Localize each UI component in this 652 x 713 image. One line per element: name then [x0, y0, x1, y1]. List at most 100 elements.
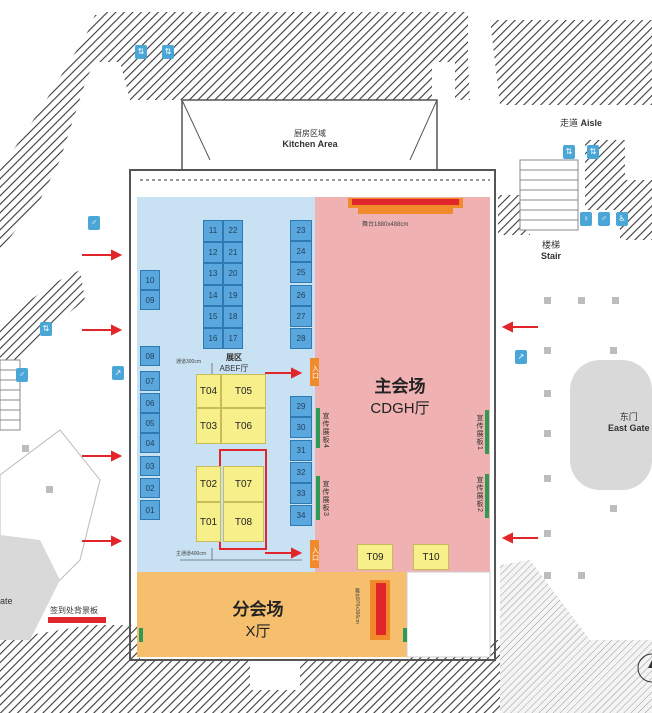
kitchen-en: Kitchen Area	[282, 139, 338, 149]
booth-23[interactable]: 23	[290, 220, 312, 241]
booth-t02[interactable]: T02	[196, 466, 221, 502]
pillar	[544, 297, 551, 304]
escalator-icon: ↗	[112, 366, 124, 380]
pillar	[544, 530, 551, 537]
sub-venue-cn: 分会场	[232, 600, 284, 619]
east-gate-cn: 东门	[619, 412, 638, 422]
signin-label: 签到处背景板	[50, 606, 98, 615]
booth-t05[interactable]: T05	[221, 374, 266, 408]
booth-15[interactable]: 15	[203, 306, 223, 328]
booth-t09[interactable]: T09	[357, 544, 393, 570]
booth-17[interactable]: 17	[223, 327, 243, 349]
stair-cn: 楼梯	[541, 240, 560, 250]
elevator-icon: ⇅	[135, 45, 147, 59]
booth-32[interactable]: 32	[290, 462, 312, 483]
elevator-icon: ⇅	[587, 145, 599, 159]
restroom-icon: ♂	[88, 216, 100, 230]
booth-19[interactable]: 19	[223, 284, 243, 306]
booth-18[interactable]: 18	[223, 306, 243, 328]
elevator-icon: ⇅	[563, 145, 575, 159]
booth-t01[interactable]: T01	[196, 502, 221, 542]
stair-en: Stair	[540, 251, 561, 261]
booth-10[interactable]: 10	[140, 270, 160, 290]
booth-06[interactable]: 06	[140, 393, 160, 413]
entrance-lower: 入口	[310, 540, 319, 568]
sub-stage-label: 舞台976x366cm	[354, 588, 360, 624]
booth-t04[interactable]: T04	[196, 374, 221, 408]
pillar	[544, 430, 551, 437]
booth-33[interactable]: 33	[290, 483, 312, 504]
booth-12[interactable]: 12	[203, 241, 223, 263]
booth-20[interactable]: 20	[223, 263, 243, 285]
kitchen-cn: 厨房区域	[294, 129, 326, 138]
pillar	[578, 297, 585, 304]
booth-30[interactable]: 30	[290, 417, 312, 438]
booth-25[interactable]: 25	[290, 262, 312, 283]
booth-01[interactable]: 01	[140, 500, 160, 520]
main-venue-label: 主会场 CDGH厅	[360, 372, 440, 418]
main-venue-cn: 主会场	[374, 377, 426, 396]
entrance-upper: 入口	[310, 358, 319, 386]
booth-22[interactable]: 22	[223, 220, 243, 242]
restroom-icon: ♂	[598, 212, 610, 226]
board-4-label: 宣传展板4	[322, 412, 329, 449]
elevator-icon: ⇅	[40, 322, 52, 336]
east-gate-en: East Gate	[608, 423, 650, 433]
board-1-label: 宣传展板1	[476, 414, 483, 451]
aisle-cn: 走道	[560, 118, 579, 128]
restroom-icon: ♀	[580, 212, 592, 226]
booth-26[interactable]: 26	[290, 285, 312, 306]
kitchen-label: 厨房区域 Kitchen Area	[280, 128, 340, 149]
booth-34[interactable]: 34	[290, 505, 312, 526]
pillar	[612, 297, 619, 304]
booth-t10[interactable]: T10	[413, 544, 449, 570]
booth-08[interactable]: 08	[140, 346, 160, 366]
pillar	[544, 572, 551, 579]
expo-label: 展区 ABEF厅	[214, 352, 254, 374]
east-gate-label: 东门 East Gate	[608, 410, 650, 433]
pillar	[544, 347, 551, 354]
escalator-icon: ↗	[515, 350, 527, 364]
booth-11[interactable]: 11	[203, 220, 223, 242]
booth-24[interactable]: 24	[290, 241, 312, 262]
booth-t03[interactable]: T03	[196, 408, 221, 444]
booth-31[interactable]: 31	[290, 440, 312, 461]
pillar	[22, 445, 29, 452]
board-2-label: 宣传展板2	[476, 476, 483, 513]
pillar	[610, 347, 617, 354]
elevator-icon: ⇅	[162, 45, 174, 59]
stair-label: 楼梯 Stair	[534, 238, 568, 261]
booth-21[interactable]: 21	[223, 241, 243, 263]
pillar	[544, 390, 551, 397]
aisle-400-label: 主通道400cm	[176, 551, 207, 557]
aisle-label: 走道 Aisle	[560, 116, 602, 129]
accessible-icon: ♿	[616, 212, 628, 226]
pillar	[544, 475, 551, 482]
booth-16[interactable]: 16	[203, 327, 223, 349]
sub-venue-label: 分会场 X厅	[218, 595, 298, 641]
booth-27[interactable]: 27	[290, 306, 312, 327]
booth-14[interactable]: 14	[203, 284, 223, 306]
booth-t07[interactable]: T07	[223, 466, 264, 502]
main-stage-label: 舞台1880x488cm	[362, 222, 409, 228]
main-venue-en: CDGH厅	[370, 400, 430, 417]
booth-t06[interactable]: T06	[221, 408, 266, 444]
booth-05[interactable]: 05	[140, 413, 160, 433]
aisle-en: Aisle	[580, 118, 603, 128]
booth-09[interactable]: 09	[140, 290, 160, 310]
booth-13[interactable]: 13	[203, 263, 223, 285]
pillar	[578, 572, 585, 579]
expo-cn: 展区	[226, 353, 242, 362]
restroom-icon: ♂	[16, 368, 28, 382]
expo-en: ABEF厅	[219, 364, 249, 373]
booth-29[interactable]: 29	[290, 396, 312, 417]
booth-t08[interactable]: T08	[223, 502, 264, 542]
west-gate-label: ate	[0, 596, 13, 606]
sub-venue-en: X厅	[245, 623, 271, 640]
booth-03[interactable]: 03	[140, 456, 160, 476]
booth-28[interactable]: 28	[290, 328, 312, 349]
booth-02[interactable]: 02	[140, 478, 160, 498]
booth-04[interactable]: 04	[140, 433, 160, 453]
booth-07[interactable]: 07	[140, 371, 160, 391]
